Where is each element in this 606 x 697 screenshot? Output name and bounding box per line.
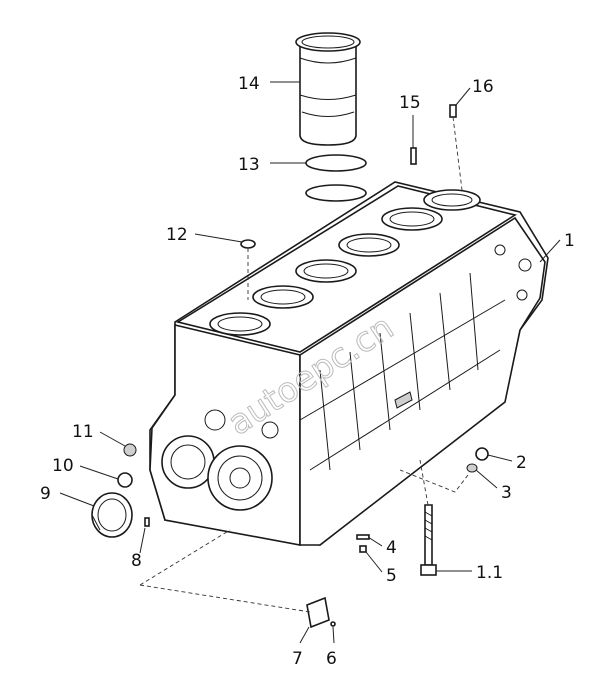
main-bearing-bolt bbox=[419, 459, 437, 576]
callout-10: 10 bbox=[52, 456, 74, 476]
plug-2 bbox=[475, 447, 489, 461]
callout-11: 11 bbox=[72, 422, 94, 442]
callout-4: 4 bbox=[386, 538, 397, 558]
nameplate bbox=[139, 529, 336, 629]
pin-5 bbox=[359, 545, 367, 553]
callout-5: 5 bbox=[386, 566, 397, 586]
plug-11 bbox=[123, 443, 137, 457]
cylinder-liner bbox=[295, 32, 361, 146]
callout-9: 9 bbox=[40, 484, 51, 504]
callout-1-1: 1.1 bbox=[476, 563, 503, 583]
callout-6: 6 bbox=[326, 649, 337, 669]
front-seal-cover bbox=[91, 492, 133, 538]
callout-14: 14 bbox=[238, 74, 260, 94]
leader-lines bbox=[59, 81, 561, 644]
cylinder-block bbox=[149, 181, 549, 546]
callout-7: 7 bbox=[292, 649, 303, 669]
callout-3: 3 bbox=[501, 483, 512, 503]
cap-10 bbox=[117, 472, 133, 488]
locating-pin bbox=[449, 104, 463, 191]
callout-8: 8 bbox=[131, 551, 142, 571]
liner-seal-rings bbox=[305, 154, 367, 202]
callout-labels: 14 13 12 15 16 1 2 3 4 5 1.1 11 10 9 8 7… bbox=[40, 74, 575, 669]
dowel-pin bbox=[410, 147, 417, 165]
callout-16: 16 bbox=[472, 77, 494, 97]
washer-3 bbox=[399, 463, 478, 493]
pin-4 bbox=[356, 534, 370, 540]
plug-12 bbox=[240, 239, 256, 300]
callout-15: 15 bbox=[399, 93, 421, 113]
pin-8 bbox=[144, 517, 150, 527]
callout-2: 2 bbox=[516, 453, 527, 473]
callout-13: 13 bbox=[238, 155, 260, 175]
callout-1: 1 bbox=[564, 231, 575, 251]
callout-12: 12 bbox=[166, 225, 188, 245]
